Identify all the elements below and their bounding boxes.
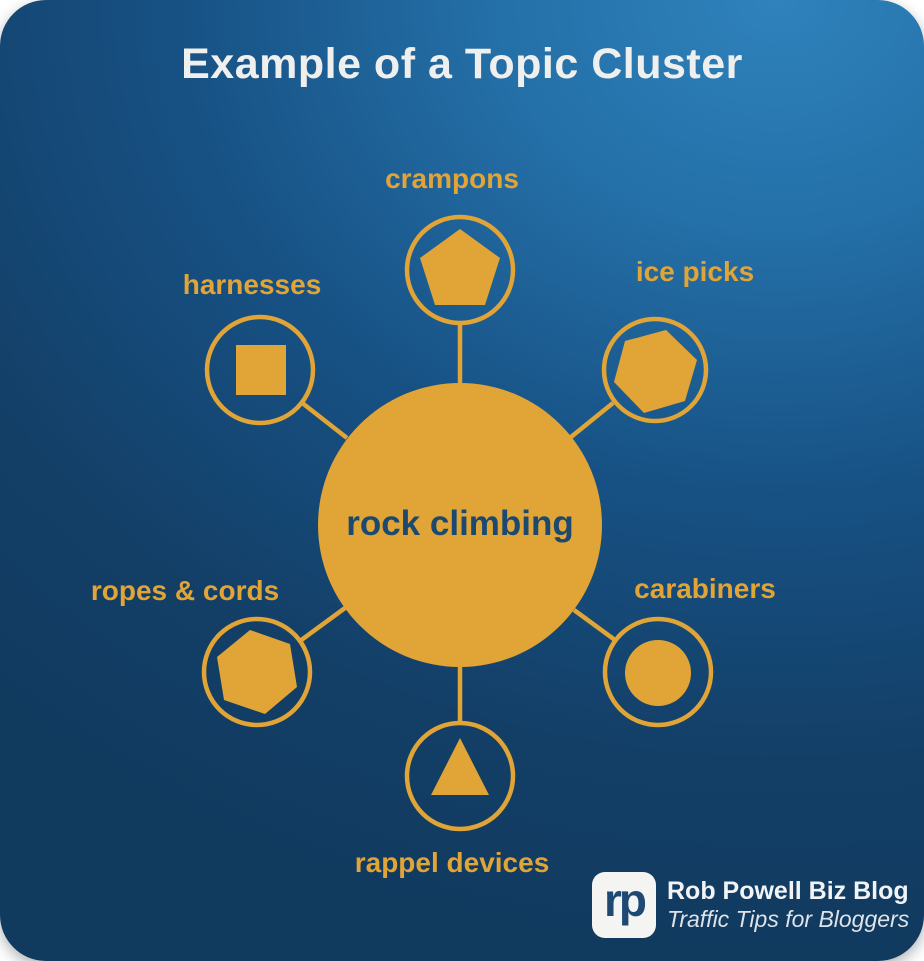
connector-lines [298,323,617,723]
brand-footer: rp Rob Powell Biz Blog Traffic Tips for … [592,872,909,938]
node-ring-carabiners [602,616,714,728]
node-ring-rappel-devices [404,720,516,832]
triangle-icon [431,738,489,795]
page-title: Example of a Topic Cluster [181,40,743,88]
node-ring-harnesses [204,314,316,426]
node-ring-ice-picks [601,316,709,424]
node-label-ice-picks: ice picks [635,256,755,287]
hub-label: rock climbing [346,504,574,543]
connector-ice-picks [569,401,615,439]
hexagon-icon [614,330,697,413]
connector-ropes-cords [298,606,347,643]
rp-logo-monogram: rp [604,874,647,926]
node-ring-ropes-cords [201,616,313,728]
node-label-rappel-devices: rappel devices [354,847,550,878]
brand-text-block: Rob Powell Biz Blog Traffic Tips for Blo… [667,877,909,933]
node-label-carabiners: carabiners [634,573,776,604]
node-rings [201,214,714,832]
pentagon-icon [420,229,500,305]
hub-circle [318,383,602,667]
node-label-crampons: crampons [385,163,519,194]
connector-carabiners [572,608,617,642]
brand-tagline: Traffic Tips for Bloggers [667,905,910,932]
node-ring-crampons [404,214,516,326]
square-icon [236,345,286,395]
node-icons [217,229,697,795]
brand-name: Rob Powell Biz Blog [667,876,909,905]
node-label-ropes-cords: ropes & cords [90,575,280,606]
connector-harnesses [299,400,349,440]
circle-icon [625,640,691,706]
hexagon-icon [217,630,297,714]
rp-logo: rp [592,872,656,938]
node-label-harnesses: harnesses [182,269,322,300]
